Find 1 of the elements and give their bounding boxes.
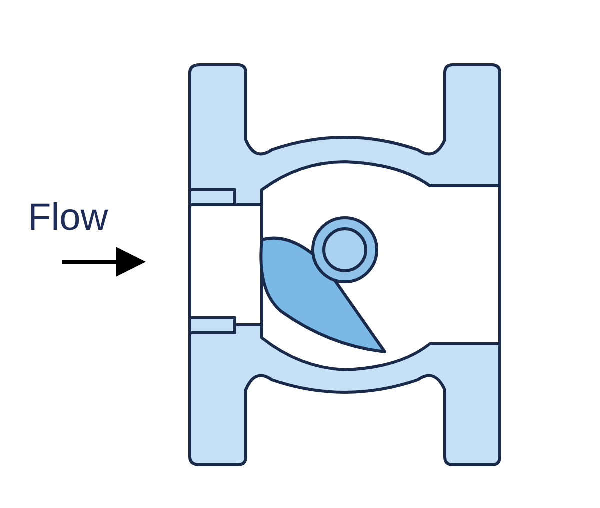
flow-label: Flow (28, 196, 108, 240)
